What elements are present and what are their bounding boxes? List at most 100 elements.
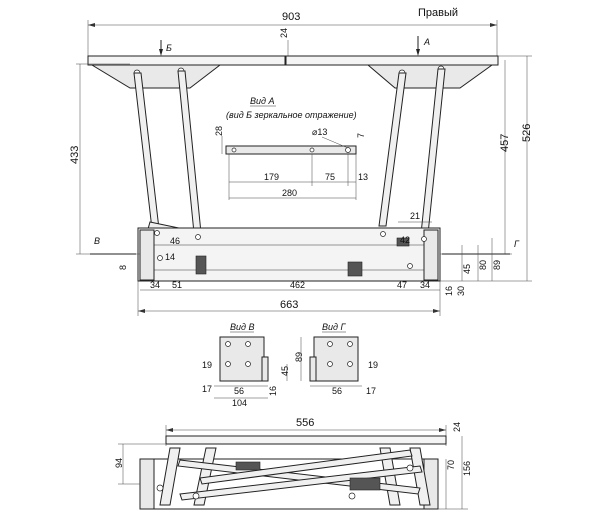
pivot	[192, 492, 200, 500]
base-frame	[137, 227, 441, 282]
hole	[309, 147, 315, 153]
dim-8: 8	[118, 265, 128, 270]
folded-diagonal	[179, 465, 423, 501]
vb-89: 89	[294, 352, 304, 362]
hole	[347, 341, 353, 347]
dim-433: 433	[69, 146, 81, 164]
hole	[345, 147, 351, 153]
bottom-assembly: 556 24 94 70 156	[114, 417, 472, 510]
vg-17: 17	[366, 386, 376, 396]
dim-156: 156	[462, 461, 472, 476]
dim-30: 30	[456, 286, 466, 296]
left-arm-outer	[133, 72, 160, 230]
marker-g: Г	[514, 239, 520, 249]
hole	[231, 147, 237, 153]
hole	[245, 361, 251, 367]
vb-16: 16	[268, 386, 278, 396]
folded-arm	[193, 447, 217, 506]
hole	[347, 361, 353, 367]
dim-34: 34	[150, 280, 160, 290]
right-bracket	[366, 64, 494, 89]
hole	[225, 361, 231, 367]
dim-45: 45	[462, 264, 472, 274]
dim-457: 457	[499, 134, 511, 152]
pivot	[195, 234, 201, 240]
right-arm-inner	[378, 72, 407, 227]
arrow	[439, 428, 446, 432]
dim-42: 42	[400, 235, 410, 245]
vb-19: 19	[202, 360, 212, 370]
folded-diagonal	[199, 449, 413, 485]
folded-arm	[159, 447, 181, 506]
arrow	[159, 49, 163, 56]
pivot	[154, 230, 160, 236]
dim-47: 47	[397, 280, 407, 290]
spring-left	[195, 255, 207, 275]
arrow	[490, 23, 497, 27]
vb-17: 17	[202, 384, 212, 394]
dim-46: 46	[170, 236, 180, 246]
hole	[225, 341, 231, 347]
spring-right	[347, 261, 363, 277]
dim-663: 663	[280, 299, 298, 311]
view-g-title: Вид Г	[322, 322, 346, 332]
arrow	[433, 309, 440, 313]
left-bracket	[90, 64, 222, 89]
pivot	[407, 263, 413, 269]
dim-28: 28	[214, 126, 224, 136]
view-a-subtitle: (вид Б зеркальное отражение)	[226, 110, 357, 120]
pivot	[156, 484, 164, 492]
dim-24: 24	[279, 28, 289, 38]
hole	[327, 341, 333, 347]
arrow	[416, 49, 420, 56]
dim-94: 94	[114, 458, 124, 468]
dim-24-bottom: 24	[452, 422, 462, 432]
marker-b: Б	[166, 43, 172, 53]
right-arm-outer	[420, 68, 446, 235]
dim-462: 462	[290, 280, 305, 290]
folded-spring	[349, 477, 381, 491]
vb-45: 45	[280, 366, 290, 376]
view-v-flange	[261, 356, 269, 382]
vg-19: 19	[368, 360, 378, 370]
dim-7: 7	[356, 133, 366, 138]
view-v-title: Вид В	[230, 322, 255, 332]
dim-51: 51	[172, 280, 182, 290]
hole	[327, 361, 333, 367]
view-a-title: Вид А	[250, 96, 275, 106]
variant-label: Правый	[418, 7, 458, 19]
pivot	[406, 464, 414, 472]
arrow	[166, 428, 173, 432]
left-arm-inner	[177, 70, 202, 234]
dim-89: 89	[492, 260, 502, 270]
top-assembly: Правый 903 24 Б А	[69, 7, 533, 316]
dim-70: 70	[446, 460, 456, 470]
arrow	[138, 309, 145, 313]
hole	[245, 341, 251, 347]
folded-spring	[235, 461, 261, 471]
vb-56: 56	[234, 386, 244, 396]
view-g-flange	[309, 356, 317, 382]
dim-903: 903	[282, 11, 300, 23]
dim-280: 280	[282, 188, 297, 198]
vg-56: 56	[332, 386, 342, 396]
spring-top	[396, 237, 410, 247]
left-end-block	[139, 229, 155, 281]
dim-556: 556	[296, 417, 314, 429]
marker-a: А	[423, 37, 430, 47]
pivot	[421, 236, 427, 242]
view-a-hole: ⌀13	[312, 127, 327, 137]
pivot	[157, 255, 163, 261]
dim-80: 80	[478, 260, 488, 270]
pivot	[380, 231, 386, 237]
dim-34r: 34	[420, 280, 430, 290]
dim-179: 179	[264, 172, 279, 182]
pivot	[348, 492, 356, 500]
folded-top-plate	[165, 435, 447, 445]
dim-526: 526	[521, 124, 533, 142]
view-v-g: Вид В Вид Г 19 17 56 104 45 89 16 19 56 …	[202, 322, 378, 408]
leader	[321, 136, 349, 149]
dim-75: 75	[325, 172, 335, 182]
vb-104: 104	[232, 398, 247, 408]
